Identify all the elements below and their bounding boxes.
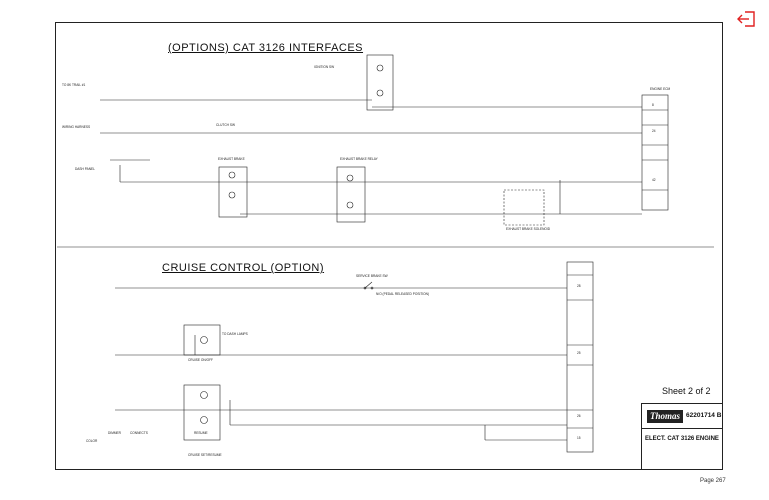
pin-label: 28 xyxy=(577,284,581,288)
label: CRUISE ON/OFF xyxy=(188,358,213,362)
label: EXHAUST BRAKE SOLENOID xyxy=(506,227,551,231)
divider xyxy=(642,428,722,429)
label: EXHAUST BRAKE RELAY xyxy=(340,157,378,161)
label: DIMMER xyxy=(108,431,121,435)
label: N/O (PEDAL RELEASED POSITION) xyxy=(376,292,430,296)
thomas-logo: Thomas xyxy=(647,410,683,423)
sheet-number: Sheet 2 of 2 xyxy=(662,386,711,396)
label: IGNITION SW xyxy=(314,65,335,69)
drawing-name: ELECT. CAT 3126 ENGINE xyxy=(645,436,719,442)
section-title-interfaces: (OPTIONS) CAT 3126 INTERFACES xyxy=(168,42,364,54)
label: ENGINE ECM xyxy=(650,87,671,91)
label: CRUISE SET/RESUME xyxy=(188,453,222,457)
label: RESUME xyxy=(194,431,208,435)
label: COLOR xyxy=(86,439,98,443)
label: CLUTCH SW xyxy=(216,123,235,127)
label: EXHAUST BRAKE xyxy=(218,157,245,161)
pin-label: 8 xyxy=(652,103,654,107)
pin-label: 24 xyxy=(652,129,656,133)
pin-label: 15 xyxy=(577,436,581,440)
pin-label: 25 xyxy=(577,351,581,355)
pin-label: 26 xyxy=(577,414,581,418)
drawing-number: 62201714 B xyxy=(686,412,722,419)
label: DASH PANEL xyxy=(75,167,95,171)
exit-icon[interactable] xyxy=(736,8,758,30)
label: CONNECTS xyxy=(130,431,148,435)
page-number: Page 267 xyxy=(700,478,726,484)
section-title-cruise-control: CRUISE CONTROL (OPTION) xyxy=(162,262,325,274)
label: SERVICE BRAKE SW xyxy=(356,274,388,278)
pin-label: 42 xyxy=(652,178,656,182)
label: TO 8K TRAIL #1 xyxy=(62,83,86,87)
drawing-frame xyxy=(55,22,723,470)
title-block: Thomas 62201714 B ELECT. CAT 3126 ENGINE xyxy=(641,403,723,470)
label: TO DASH LAMPS xyxy=(222,332,248,336)
label: WIRING HARNESS xyxy=(62,125,91,129)
